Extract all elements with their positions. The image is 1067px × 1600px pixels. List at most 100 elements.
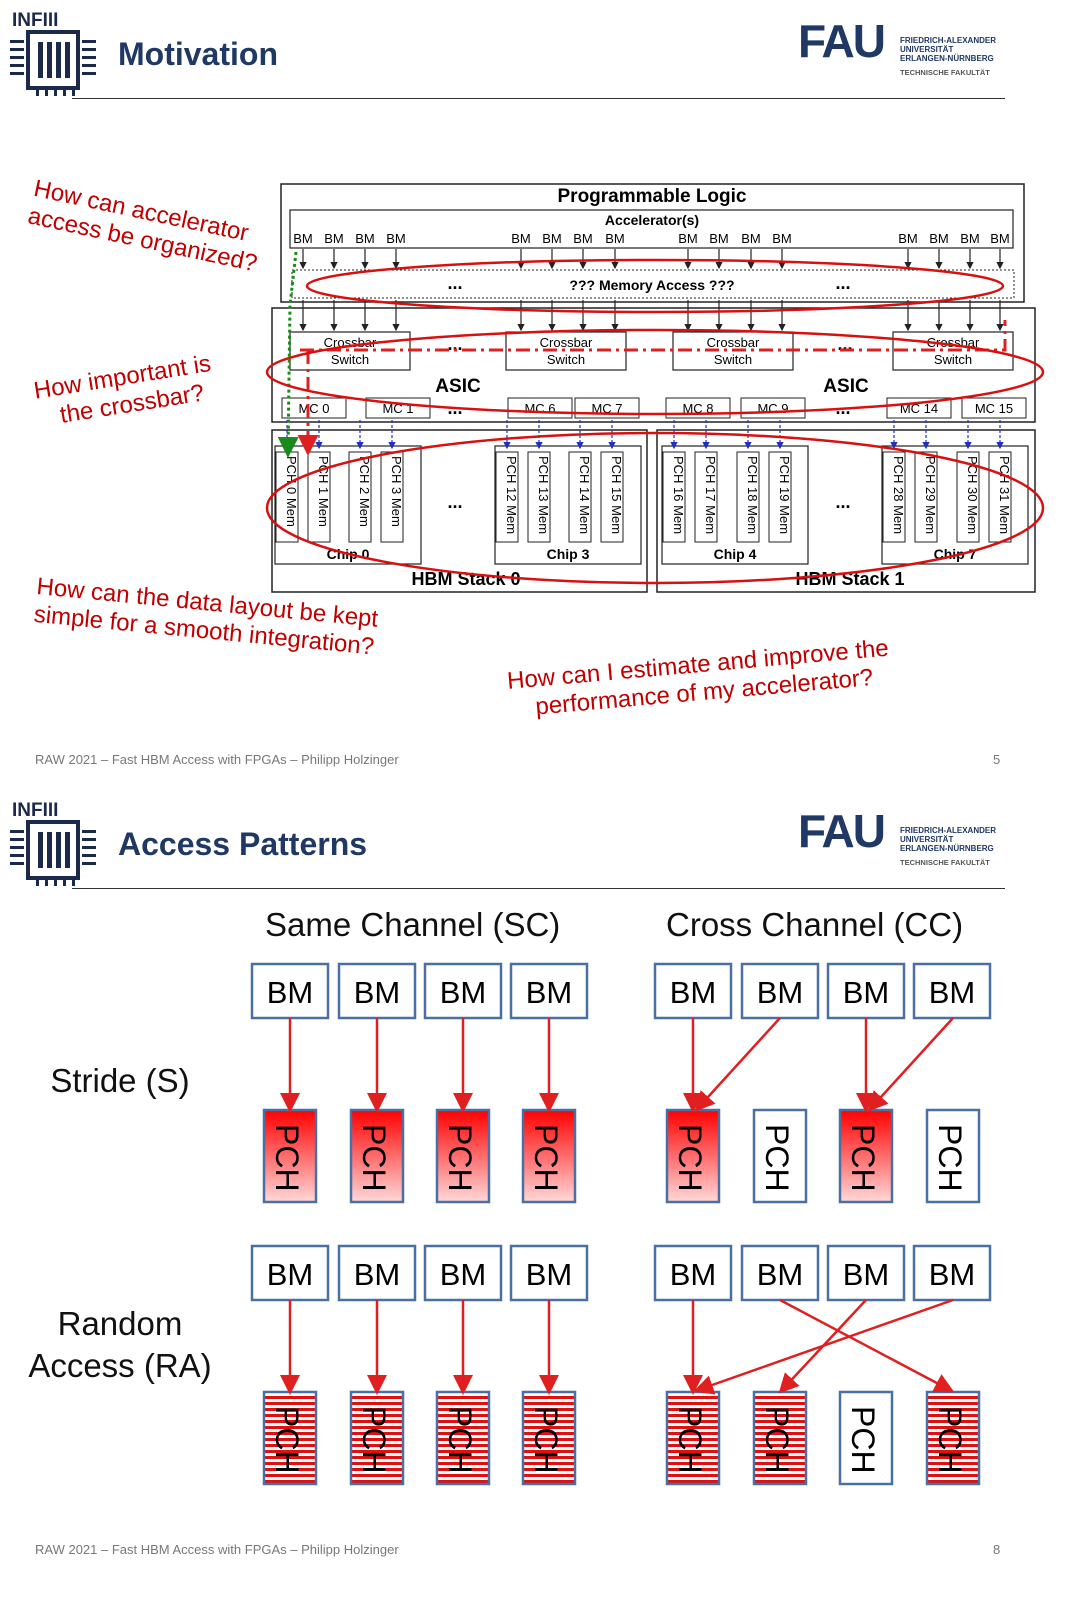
cc-stride-arrow-3 xyxy=(867,1017,954,1112)
sc-stride-bm-1 xyxy=(337,962,417,1020)
mc-box-7 xyxy=(961,397,1027,419)
sc-stride-bm-2-label: BM xyxy=(440,975,487,1010)
sc-stride-bm-1-label: BM xyxy=(354,975,401,1010)
fau-logo-lines: FRIEDRICH-ALEXANDER UNIVERSITÄT ERLANGEN… xyxy=(900,826,996,853)
sc-ra-bm-3 xyxy=(509,1244,589,1302)
cc-ra-pch-0 xyxy=(665,1390,721,1486)
cc-ra-pch-1-label: PCH xyxy=(759,1406,795,1474)
pch-box-1 xyxy=(307,451,331,543)
mc-label-7: MC 15 xyxy=(975,401,1013,416)
mc-box-6 xyxy=(886,397,952,419)
cc-stride-pch-2-label: PCH xyxy=(845,1124,881,1192)
asic-label-left: ASIC xyxy=(435,376,481,397)
cc-stride-bm-0-label: BM xyxy=(670,975,717,1010)
bm-label-11: BM xyxy=(772,231,792,246)
pch-label-7: PCH 15 Mem xyxy=(609,456,624,534)
infiii-logo: INFIII xyxy=(8,798,98,888)
pch-label-4: PCH 12 Mem xyxy=(504,456,519,534)
cc-stride-pch-0-label: PCH xyxy=(672,1124,708,1192)
fau-logo-lines: FRIEDRICH-ALEXANDER UNIVERSITÄT ERLANGEN… xyxy=(900,36,996,63)
cc-stride-bm-1-label: BM xyxy=(757,975,804,1010)
slide-title: Access Patterns xyxy=(118,826,368,862)
page-number: 5 xyxy=(993,752,1001,767)
mc-box-0 xyxy=(281,397,347,419)
cc-ra-pch-3-label: PCH xyxy=(932,1406,968,1474)
fau-logo-mark: FAU xyxy=(798,15,886,67)
pch-box-11 xyxy=(768,451,792,543)
bm-label-14: BM xyxy=(960,231,980,246)
switch-label-2: Switch xyxy=(714,352,752,367)
sc-ra-bm-3-label: BM xyxy=(526,1257,573,1292)
pch-label-11: PCH 19 Mem xyxy=(777,456,792,534)
cc-ra-pch-1 xyxy=(752,1390,808,1486)
pch-label-15: PCH 31 Mem xyxy=(997,456,1012,534)
crossbar-path-red xyxy=(300,320,1007,352)
pch-box-10 xyxy=(736,451,760,543)
cc-stride-pch-1-label: PCH xyxy=(759,1124,795,1192)
cc-stride-bm-2-label: BM xyxy=(843,975,890,1010)
pch-box-12 xyxy=(882,451,906,543)
pch-label-9: PCH 17 Mem xyxy=(703,456,718,534)
cc-stride-pch-3 xyxy=(925,1108,981,1204)
pch-box-4 xyxy=(495,451,519,543)
pch-label-0: PCH 0 Mem xyxy=(284,456,299,527)
bm-label-3: BM xyxy=(386,231,406,246)
cc-stride-bm-3-label: BM xyxy=(929,975,976,1010)
sc-stride-bm-0-label: BM xyxy=(267,975,314,1010)
sc-ra-pch-3-label: PCH xyxy=(528,1406,564,1474)
pch-label-1: PCH 1 Mem xyxy=(316,456,331,527)
cc-stride-pch-2 xyxy=(838,1108,894,1204)
mc-label-4: MC 8 xyxy=(682,401,713,416)
sc-stride-pch-0 xyxy=(262,1108,318,1204)
cc-ra-pch-0-label: PCH xyxy=(672,1406,708,1474)
bm-label-5: BM xyxy=(542,231,562,246)
sc-ra-bm-0-label: BM xyxy=(267,1257,314,1292)
cc-stride-pch-3-label: PCH xyxy=(932,1124,968,1192)
sc-stride-bm-2 xyxy=(423,962,503,1020)
cc-stride-pch-0 xyxy=(665,1108,721,1204)
accelerator-label: Accelerator(s) xyxy=(605,212,699,228)
title-divider xyxy=(72,98,1005,99)
mc-label-5: MC 9 xyxy=(757,401,788,416)
ellipse-data-layout xyxy=(265,431,1045,585)
hbm-stack-1-label: HBM Stack 1 xyxy=(795,569,904,589)
fau-faculty: TECHNISCHE FAKULTÄT xyxy=(900,858,990,867)
pch-box-13 xyxy=(914,451,938,543)
sc-stride-pch-0-label: PCH xyxy=(269,1124,305,1192)
sc-ra-bm-2-label: BM xyxy=(440,1257,487,1292)
ellipsis-pch-2: ... xyxy=(835,492,850,512)
ellipsis-xbar-1: ... xyxy=(447,334,462,354)
cc-ra-pch-2-label: PCH xyxy=(845,1406,881,1474)
accelerator-arrows xyxy=(299,249,1004,332)
ellipsis-pch-1: ... xyxy=(447,492,462,512)
cc-ra-arrow-1 xyxy=(779,1298,955,1393)
bm-label-6: BM xyxy=(573,231,593,246)
slide-title: Motivation xyxy=(118,36,278,72)
chip-label-1: Chip 3 xyxy=(547,546,590,562)
cc-ra-bm-0 xyxy=(653,1244,733,1302)
cc-ra-bm-3 xyxy=(912,1244,992,1302)
bm-label-13: BM xyxy=(929,231,949,246)
slide-access-patterns: INFIII Access Patterns FAU FRIEDRICH-ALE… xyxy=(0,790,1067,1580)
bm-label-8: BM xyxy=(678,231,698,246)
cc-ra-bm-0-label: BM xyxy=(670,1257,717,1292)
column-same-channel: Same Channel (SC) xyxy=(265,906,561,943)
ellipsis-ma-right: ... xyxy=(835,273,850,293)
pattern-blocks: BM PCH BM PCH BM PCH BM PCH BM BM BM BM PCH PCH PCH PCH… xyxy=(250,962,992,1486)
bm-label-1: BM xyxy=(324,231,344,246)
bm-label-10: BM xyxy=(741,231,761,246)
cc-ra-bm-2-label: BM xyxy=(843,1257,890,1292)
sc-stride-bm-3-label: BM xyxy=(526,975,573,1010)
chip-box-0 xyxy=(274,445,422,565)
pch-box-8 xyxy=(662,451,686,543)
crossbar-label-1: Crossbar xyxy=(540,335,593,350)
cc-ra-pch-2 xyxy=(838,1390,894,1486)
sc-stride-bm-3 xyxy=(509,962,589,1020)
bm-label-9: BM xyxy=(709,231,729,246)
pch-label-3: PCH 3 Mem xyxy=(389,456,404,527)
chip-box-3 xyxy=(881,445,1029,565)
sc-ra-pch-1-label: PCH xyxy=(356,1406,392,1474)
